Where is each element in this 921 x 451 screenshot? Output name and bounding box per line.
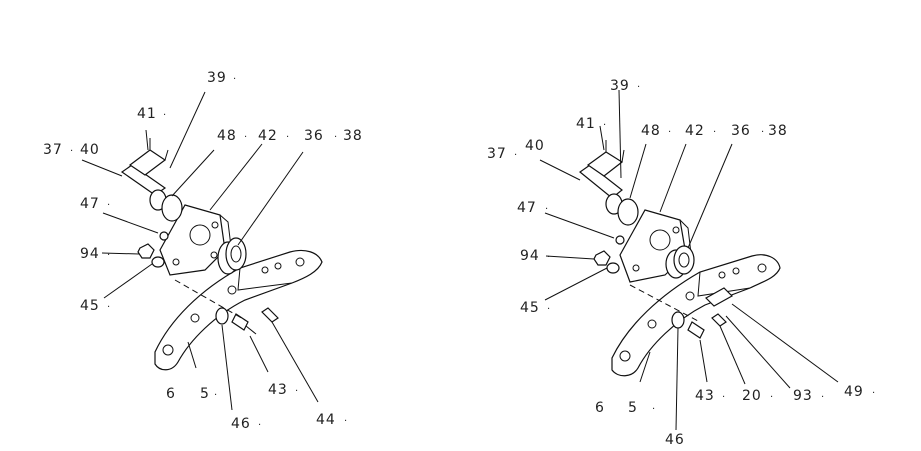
svg-text:·: · xyxy=(344,416,347,427)
svg-text:·: · xyxy=(107,302,110,313)
right-nut-94 xyxy=(593,250,611,266)
left-washer-46 xyxy=(215,307,229,325)
right-label-38: 38 xyxy=(768,123,788,139)
svg-text:·: · xyxy=(545,204,548,215)
svg-text:·: · xyxy=(547,252,550,263)
right-o-ring xyxy=(617,198,639,226)
svg-text:·: · xyxy=(244,132,247,143)
left-bracket-plate xyxy=(159,204,233,276)
left-nut-47 xyxy=(159,231,169,241)
right-label-46: 46 xyxy=(665,432,685,448)
left-label-38: 38 xyxy=(343,128,363,144)
svg-text:·: · xyxy=(258,420,261,431)
right-pin xyxy=(579,140,625,215)
left-label-37: 37 xyxy=(43,142,63,158)
right-bolt-20 xyxy=(711,313,727,327)
left-bolt-44 xyxy=(261,307,279,323)
left-label-47: 47 xyxy=(80,196,100,212)
svg-text:·: · xyxy=(107,200,110,211)
svg-text:·: · xyxy=(821,392,824,403)
left-labels: 39 · 41 · 48 · 42 · 36 · 38 37 · 40 47 ·… xyxy=(43,70,363,432)
svg-text:·: · xyxy=(163,110,166,121)
right-assembly xyxy=(539,89,839,431)
left-label-42: 42 xyxy=(258,128,278,144)
left-washer-45 xyxy=(151,256,165,268)
svg-text:·: · xyxy=(668,127,671,138)
left-label-6: 6 xyxy=(166,386,176,402)
svg-text:·: · xyxy=(770,392,773,403)
left-label-5: 5 xyxy=(200,386,210,402)
right-label-43: 43 xyxy=(695,388,715,404)
right-bolt-43 xyxy=(687,321,705,339)
svg-text:·: · xyxy=(603,120,606,131)
left-label-36: 36 xyxy=(304,128,324,144)
svg-text:·: · xyxy=(514,150,517,161)
right-washer-45 xyxy=(606,262,620,274)
left-curved-arm xyxy=(154,249,323,371)
right-label-39: 39 xyxy=(610,78,630,94)
right-label-94: 94 xyxy=(520,248,540,264)
svg-text:·: · xyxy=(70,146,73,157)
svg-text:·: · xyxy=(872,388,875,399)
right-label-47: 47 xyxy=(517,200,537,216)
right-bushing xyxy=(665,245,695,279)
left-nut-94 xyxy=(137,243,155,259)
right-nut-47 xyxy=(615,235,625,245)
svg-text:·: · xyxy=(637,82,640,93)
svg-text:·: · xyxy=(652,404,655,415)
left-bolt-43 xyxy=(231,313,257,335)
svg-text:·: · xyxy=(547,304,550,315)
right-washer-46 xyxy=(671,311,685,329)
right-label-42: 42 xyxy=(685,123,705,139)
left-label-45: 45 xyxy=(80,298,100,314)
right-labels: 39 · 41 · 48 · 42 · 36 · 38 37 · 40 47 ·… xyxy=(487,78,875,448)
left-pin xyxy=(120,138,169,211)
svg-text:·: · xyxy=(295,386,298,397)
left-bushing xyxy=(217,237,247,275)
left-label-46: 46 xyxy=(231,416,251,432)
left-assembly xyxy=(81,91,323,411)
svg-text:·: · xyxy=(722,392,725,403)
right-label-6: 6 xyxy=(595,400,605,416)
right-label-36: 36 xyxy=(731,123,751,139)
right-label-5: 5 xyxy=(628,400,638,416)
left-label-44: 44 xyxy=(316,412,336,428)
left-label-40: 40 xyxy=(80,142,100,158)
right-label-49: 49 xyxy=(844,384,864,400)
svg-text:·: · xyxy=(214,390,217,401)
left-o-ring xyxy=(161,194,183,222)
svg-text:·: · xyxy=(233,74,236,85)
left-label-43: 43 xyxy=(268,382,288,398)
svg-text:·: · xyxy=(713,127,716,138)
right-label-45: 45 xyxy=(520,300,540,316)
right-label-41: 41 xyxy=(576,116,596,132)
right-curved-arm xyxy=(611,254,781,377)
svg-text:·: · xyxy=(286,132,289,143)
left-label-39: 39 xyxy=(207,70,227,86)
right-label-93: 93 xyxy=(793,388,813,404)
svg-text:·: · xyxy=(761,127,764,138)
svg-text:·: · xyxy=(334,132,337,143)
right-label-48: 48 xyxy=(641,123,661,139)
left-label-48: 48 xyxy=(217,128,237,144)
right-label-20: 20 xyxy=(742,388,762,404)
left-label-41: 41 xyxy=(137,106,157,122)
left-label-94: 94 xyxy=(80,246,100,262)
svg-text:·: · xyxy=(107,250,110,261)
right-label-37: 37 xyxy=(487,146,507,162)
right-label-40: 40 xyxy=(525,138,545,154)
